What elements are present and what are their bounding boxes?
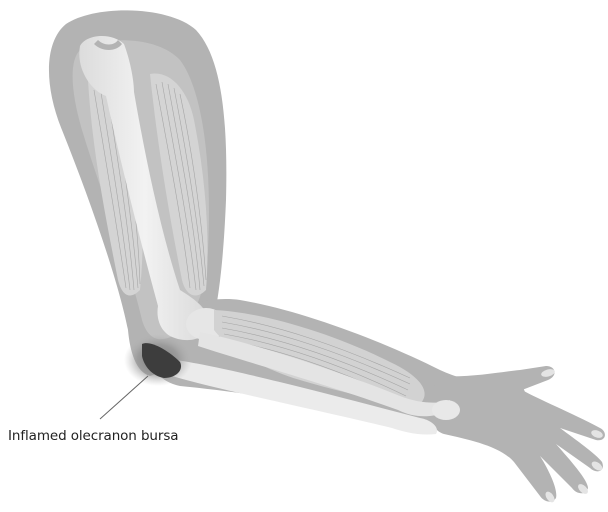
- bursa-callout-label: Inflamed olecranon bursa: [8, 428, 178, 444]
- callout-leader-line: [100, 376, 148, 419]
- wrist-bones: [432, 400, 460, 420]
- hand-silhouette: [430, 366, 605, 502]
